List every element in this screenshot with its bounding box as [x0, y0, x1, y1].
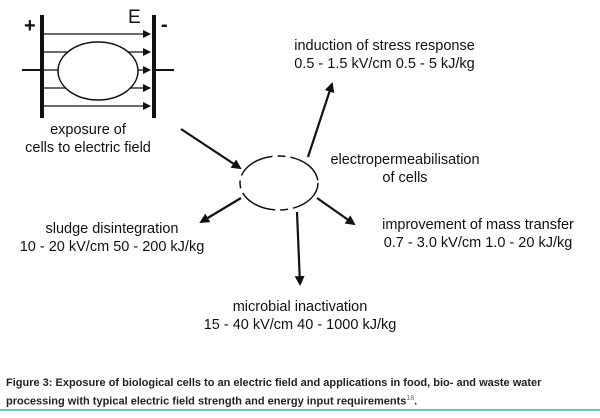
caption-end: .: [414, 395, 418, 408]
caption-rule: [0, 409, 600, 411]
arrow-to-mass: [316, 197, 356, 226]
caption-text: Figure 3: Exposure of biological cells t…: [6, 377, 542, 408]
center-label: electropermeabilisation of cells: [320, 151, 490, 187]
minus-sign: -: [161, 14, 168, 36]
arrow-to-microbial: [294, 211, 305, 286]
mass-line2: 0.7 - 3.0 kV/cm 1.0 - 20 kJ/kg: [383, 235, 573, 251]
mass-line1: improvement of mass transfer: [382, 217, 574, 233]
microbial-line2: 15 - 40 kV/cm 40 - 1000 kJ/kg: [203, 317, 397, 333]
center-line2: of cells: [382, 170, 428, 186]
arrow-to-stress: [306, 82, 335, 158]
microbial-label: microbial inactivation 15 - 40 kV/cm 40 …: [175, 298, 425, 334]
microbial-line1: microbial inactivation: [232, 299, 368, 315]
permeabilised-cell: [239, 155, 319, 211]
center-line1: electropermeabilisation: [330, 152, 480, 168]
electric-field-illustration: + - E: [22, 7, 174, 118]
mass-transfer-label: improvement of mass transfer 0.7 - 3.0 k…: [358, 216, 598, 252]
stress-line2: 0.5 - 1.5 kV/cm 0.5 - 5 kJ/kg: [294, 56, 475, 72]
cell-ellipse: [57, 41, 139, 101]
sludge-line1: sludge disintegration: [45, 221, 179, 237]
stress-label: induction of stress response 0.5 - 1.5 k…: [262, 37, 507, 73]
caption-reference: 18: [406, 395, 415, 402]
field-label-e: E: [128, 7, 141, 28]
figure-caption: Figure 3: Exposure of biological cells t…: [6, 376, 596, 410]
stress-line1: induction of stress response: [294, 38, 475, 54]
sludge-line2: 10 - 20 kV/cm 50 - 200 kJ/kg: [19, 239, 205, 255]
exposure-label: exposure of cells to electric field: [12, 121, 164, 157]
plus-sign: +: [24, 15, 36, 37]
electroporation-diagram: + - E: [22, 7, 356, 286]
arrow-to-sludge: [199, 197, 242, 224]
arrow-to-center: [180, 128, 242, 170]
sludge-label: sludge disintegration 10 - 20 kV/cm 50 -…: [0, 220, 224, 256]
exposure-line2: cells to electric field: [25, 140, 151, 156]
exposure-line1: exposure of: [50, 122, 126, 138]
